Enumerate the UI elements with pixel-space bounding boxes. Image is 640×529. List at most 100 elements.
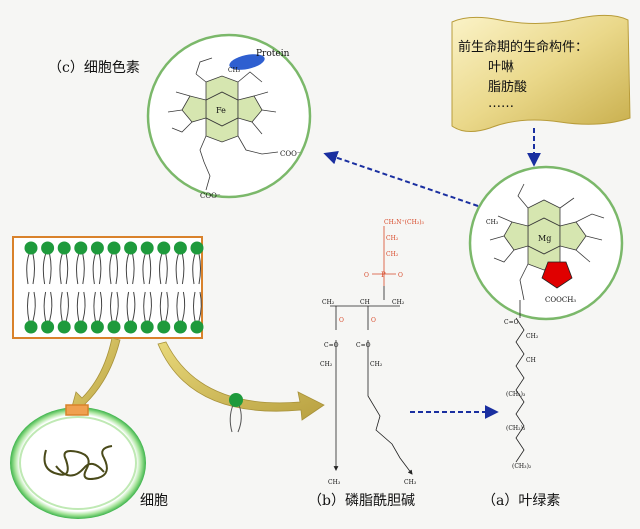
lipid-tail-bottom (159, 291, 169, 322)
lipid-head-top (24, 241, 38, 255)
curved-arrow-right (157, 341, 325, 421)
glycerol-ch2-right: CH₂ (392, 299, 405, 306)
lipid-tail-bottom (60, 291, 69, 322)
note-item-3: …… (488, 96, 514, 111)
lipid-head-bottom (157, 320, 171, 334)
lipid-tail-bottom (143, 291, 152, 322)
choline-ch2-1: CH₂ (386, 235, 399, 242)
phosphate-o-left: O (364, 272, 369, 279)
note-item-1: 叶啉 (488, 60, 515, 75)
lipid-tail-bottom (27, 291, 36, 322)
phytol-tail (515, 300, 525, 463)
lipid-head-top (90, 241, 104, 255)
protein-blob (229, 54, 265, 70)
glycerol-ch: CH (360, 299, 370, 306)
tail-ch3-left: CH₃ (328, 479, 341, 486)
tail-ch3-right: CH₃ (404, 479, 417, 486)
cell (10, 404, 146, 519)
heme-coo-bottom-label: COO⁻ (200, 192, 221, 200)
lipid-head-bottom (57, 320, 71, 334)
ester-o-right: O (371, 317, 376, 324)
tail-ch2-right-1: CH₂ (370, 361, 383, 368)
lipid-head-top (173, 241, 187, 255)
heme-caption: （c）细胞色素 (48, 60, 140, 76)
heme-porphyrin-ring (167, 57, 279, 191)
phosphatidylcholine-caption: （b）磷脂酰胆碱 (308, 493, 415, 509)
lipid-tail-top (175, 253, 185, 285)
mg-label: Mg (538, 234, 551, 243)
lipid-head-top (140, 241, 154, 255)
chlorophyll-ring (489, 183, 605, 301)
lipid-tail-top (142, 253, 152, 285)
glycerol-ch2-left: CH₂ (322, 299, 335, 306)
protein-label: Protein (256, 49, 290, 59)
chloro-ch3-label: CH₃ (486, 219, 499, 226)
chlorophyll-caption: （a）叶绿素 (482, 493, 561, 509)
fe-label: Fe (216, 106, 226, 115)
lipid-head-bottom (190, 320, 204, 334)
phytol-chain-2: (CH₂)₃ (506, 425, 526, 432)
lipid-tail-bottom (126, 291, 136, 322)
phosphorus-label: P (381, 271, 386, 279)
phytol-ch2-1: CH₂ (526, 333, 539, 340)
phytol-labels: C=O CH₂ CH (CH₂)₃ (CH₂)₃ (CH₃)₂ (504, 319, 539, 470)
lipid-tail-top (59, 253, 69, 285)
note-item-2: 脂肪酸 (488, 80, 528, 95)
phytol-c-eq-o: C=O (504, 319, 519, 326)
zoom-marker (65, 404, 89, 416)
curved-arrow-left (69, 337, 121, 415)
heme-circle: Protein Fe COO⁻ COO⁻ CH₃ (146, 33, 312, 200)
phytol-ch3-2: (CH₃)₂ (512, 463, 532, 470)
lipid-head-bottom (24, 320, 38, 334)
heme-coo-label: COO⁻ (280, 150, 301, 158)
lipid-head-bottom (107, 320, 121, 334)
lipid-tail-top (192, 253, 201, 285)
lipid-head-top (157, 241, 171, 255)
lipid-head-top (124, 241, 138, 255)
lipid-tail-bottom (76, 291, 86, 322)
membrane-box (12, 236, 204, 339)
lipid-head-bottom (124, 320, 138, 334)
lipid-head-top (41, 241, 55, 255)
heme-ch3-label: CH₃ (228, 67, 241, 74)
phytol-chain-1: (CH₂)₃ (506, 391, 526, 398)
lipid-tail-top (76, 253, 85, 285)
red-pentagon (541, 261, 573, 289)
ester-o-left: O (339, 317, 344, 324)
lipid-head-bottom (140, 320, 154, 334)
tail-ch2-left-1: CH₂ (320, 361, 333, 368)
lipid-head-top (57, 241, 71, 255)
phosphate-o-right: O (398, 272, 403, 279)
carbonyl-left: C=O (324, 342, 339, 349)
single-lipid (229, 393, 243, 433)
lipid-head-bottom (173, 320, 187, 334)
phosphatidylcholine: CH₂N⁺(CH₃)₃ CH₂ CH₂ P O O CH₂ CH CH₂ O O… (320, 219, 425, 486)
lipid-tail-top (109, 253, 118, 285)
lipid-tail-bottom (110, 291, 119, 322)
lipid-head-top (74, 241, 88, 255)
lipid-head-bottom (90, 320, 104, 334)
lipid-head-bottom (74, 320, 88, 334)
lipid-tail-bottom (43, 291, 53, 322)
lipid-tail-top (92, 253, 102, 285)
lipid-bilayer (24, 241, 204, 334)
phytol-ch-1: CH (526, 357, 536, 364)
lipid-tail-bottom (93, 291, 103, 322)
lipid-tail-top (26, 253, 35, 285)
lipid-head-top (190, 241, 204, 255)
lipid-tail-bottom (193, 291, 202, 322)
carbonyl-right: C=O (356, 342, 371, 349)
lipid-head-top (107, 241, 121, 255)
note-title: 前生命期的生命构件： (458, 40, 589, 55)
arrow-chlorophyll-to-heme (323, 151, 479, 207)
note-scroll (451, 14, 631, 132)
lipid-tail-top (42, 253, 52, 285)
cell-caption: 细胞 (140, 493, 168, 509)
dna-squiggle (43, 445, 113, 480)
lipid-tail-top (125, 253, 135, 285)
cooch3-label: COOCH₃ (545, 296, 576, 304)
note-text-box: 前生命期的生命构件： 叶啉 脂肪酸 …… (452, 20, 628, 136)
lipid-tail-bottom (176, 291, 186, 322)
lipid-tail-top (159, 253, 168, 285)
lipid-head-bottom (41, 320, 55, 334)
